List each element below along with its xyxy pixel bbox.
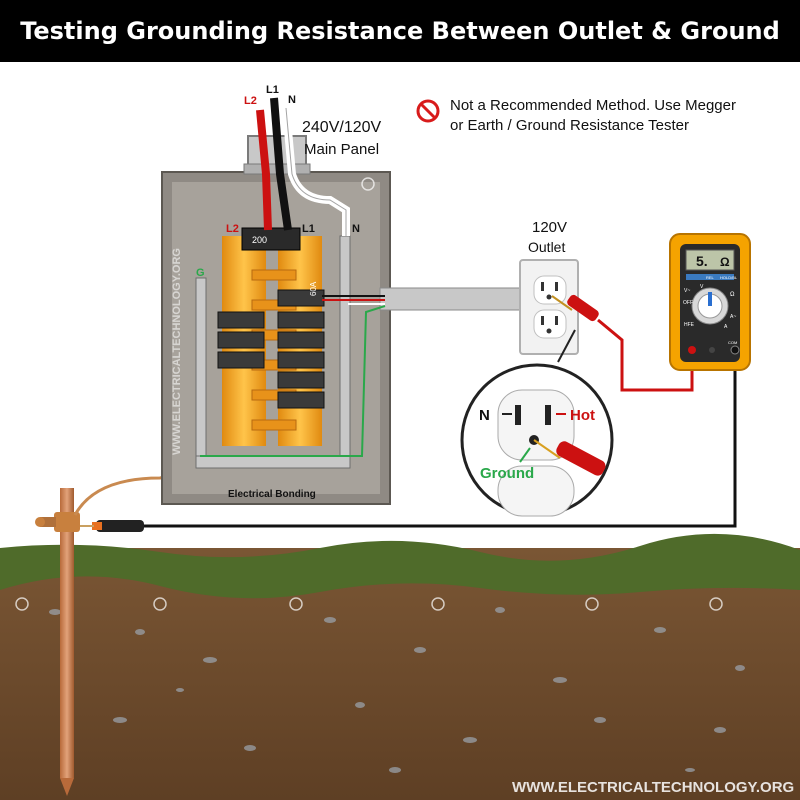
- notice-line-2: or Earth / Ground Resistance Tester: [450, 117, 689, 134]
- bonding-label: Electrical Bonding: [228, 489, 316, 500]
- meter-mark-hfe: HFE: [684, 322, 695, 328]
- feed-label-n: N: [288, 94, 296, 106]
- branch-breakers: [217, 289, 325, 409]
- notice-line-1: Not a Recommended Method. Use Megger: [450, 97, 736, 114]
- lightbulb-watermark-icons: [15, 177, 723, 611]
- meter-mark-aac: A~: [730, 314, 736, 320]
- zoom-label-neutral: N: [479, 407, 490, 424]
- meter-display-unit: Ω: [720, 255, 730, 269]
- meter-mark-vac: V~: [684, 288, 690, 294]
- meter-mark-vdc: V: [700, 284, 704, 290]
- bus-label-l1: L1: [302, 223, 315, 235]
- no-symbol-icon: [416, 99, 440, 123]
- footer-watermark: WWW.ELECTRICALTECHNOLOGY.ORG: [512, 779, 794, 796]
- panel-watermark: WWW.ELECTRICALTECHNOLOGY.ORG: [171, 248, 183, 455]
- meter-mark-adc: A: [724, 324, 728, 330]
- meter-mark-off: OFF: [683, 300, 693, 306]
- panel-voltage-label: 240V/120V: [302, 119, 382, 136]
- meter-mark-com: COM: [728, 340, 737, 345]
- zoom-label-hot: Hot: [570, 407, 595, 424]
- wiring-diagram: Not a Recommended Method. Use Megger or …: [0, 84, 800, 800]
- main-breaker: [241, 227, 301, 251]
- service-feed-wires: [256, 97, 350, 236]
- meter-display-value: 5.: [696, 253, 708, 269]
- main-breaker-rating: 200: [252, 235, 267, 245]
- branch-breaker-rating: 60A: [309, 281, 318, 296]
- black-test-lead: [80, 356, 737, 532]
- feed-label-l1: L1: [266, 84, 279, 96]
- wall-outlet: [519, 259, 579, 355]
- panel-name-label: Main Panel: [304, 141, 379, 158]
- red-test-lead: [551, 294, 694, 392]
- outlet-voltage-label: 120V: [532, 219, 567, 236]
- outlet-zoom-callout: [460, 329, 614, 517]
- outlet-name-label: Outlet: [528, 239, 565, 255]
- page-title: Testing Grounding Resistance Between Out…: [0, 0, 800, 107]
- bus-label-g: G: [196, 267, 205, 279]
- bus-label-n: N: [352, 223, 360, 235]
- grounding-electrode-conductor: [73, 466, 206, 516]
- meter-mark-ohm: Ω: [730, 292, 735, 298]
- ground-rod: [35, 488, 80, 796]
- zoom-label-ground: Ground: [480, 465, 534, 482]
- bus-label-l2: L2: [226, 223, 239, 235]
- meter-mark-rel: REL: [706, 275, 715, 280]
- multimeter: [669, 233, 751, 371]
- meter-mark-hold: HOLD/BL: [720, 275, 738, 280]
- feed-label-l2: L2: [244, 95, 257, 107]
- soil-layer: [0, 533, 800, 800]
